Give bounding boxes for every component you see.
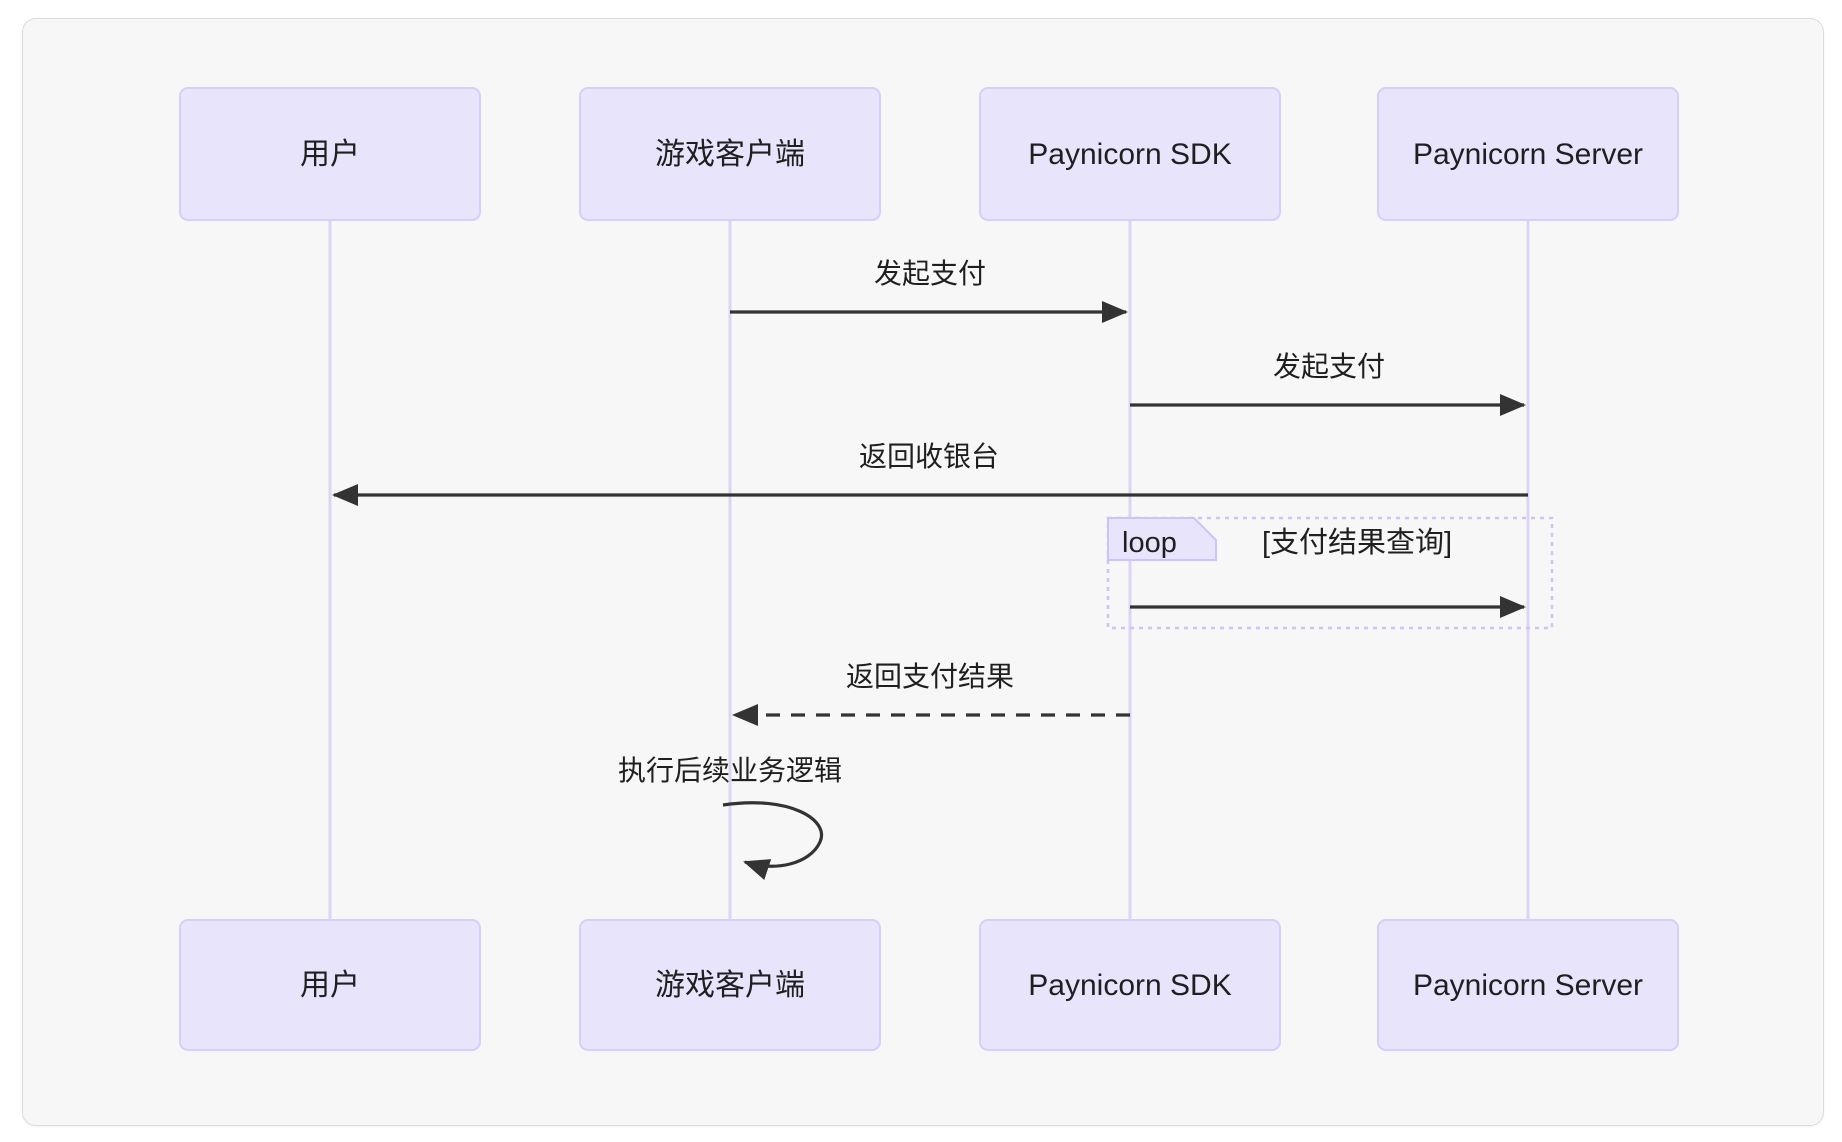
participant-label-game-client-bottom: 游戏客户端 <box>655 969 805 1002</box>
participant-label-paynicorn-sdk-top: Paynicorn SDK <box>1028 138 1231 171</box>
lifelines <box>328 220 1530 920</box>
loop-fragment-tab <box>1107 517 1217 561</box>
participant-paynicorn-server-top[interactable]: Paynicorn Server <box>1377 87 1679 221</box>
loop-fragment-border <box>1106 516 1554 630</box>
self-message-label-business-logic: 执行后续业务逻辑 <box>618 755 842 786</box>
participants-bottom: 用户 游戏客户端 Paynicorn SDK Paynicorn Server <box>179 919 1679 1051</box>
message-return-payment-result[interactable]: 返回支付结果 <box>732 661 1130 726</box>
messages: 发起支付 发起支付 返回收银台 游戏客户端 : 返回支付结果 (dashed) … <box>332 258 1528 726</box>
message-label-return-payment-result: 返回支付结果 <box>846 661 1014 692</box>
participants-top: 用户 游戏客户端 Paynicorn SDK Paynicorn Server <box>179 87 1679 221</box>
participant-game-client-top[interactable]: 游戏客户端 <box>579 87 881 221</box>
self-message-arc-business-logic <box>722 801 824 881</box>
message-label-initiate-payment-client-to-sdk: 发起支付 <box>874 258 986 289</box>
message-initiate-payment-sdk-to-server[interactable]: 发起支付 <box>1130 351 1526 416</box>
participant-paynicorn-server-bottom[interactable]: Paynicorn Server <box>1377 919 1679 1051</box>
participant-label-user-top: 用户 <box>300 138 360 171</box>
participant-paynicorn-sdk-top[interactable]: Paynicorn SDK <box>979 87 1281 221</box>
self-message-business-logic[interactable]: 执行后续业务逻辑 <box>618 755 842 881</box>
participant-label-user-bottom: 用户 <box>300 969 360 1002</box>
participant-user-bottom[interactable]: 用户 <box>179 919 481 1051</box>
participant-game-client-bottom[interactable]: 游戏客户端 <box>579 919 881 1051</box>
participant-label-paynicorn-sdk-bottom: Paynicorn SDK <box>1028 969 1231 1002</box>
loop-fragment-operator-label: loop <box>1122 527 1177 559</box>
participant-paynicorn-sdk-bottom[interactable]: Paynicorn SDK <box>979 919 1281 1051</box>
message-initiate-payment-client-to-sdk[interactable]: 发起支付 <box>730 258 1128 323</box>
participant-label-paynicorn-server-top: Paynicorn Server <box>1413 138 1643 171</box>
participant-label-game-client-top: 游戏客户端 <box>655 138 805 171</box>
loop-fragment-condition-label: [支付结果查询] <box>1262 526 1452 559</box>
participant-user-top[interactable]: 用户 <box>179 87 481 221</box>
participant-label-paynicorn-server-bottom: Paynicorn Server <box>1413 969 1643 1002</box>
message-return-cashier[interactable]: 返回收银台 <box>332 441 1528 506</box>
message-label-return-cashier: 返回收银台 <box>859 441 999 472</box>
message-label-initiate-payment-sdk-to-server: 发起支付 <box>1273 351 1385 382</box>
loop-fragment[interactable]: loop [支付结果查询] <box>1106 516 1554 630</box>
